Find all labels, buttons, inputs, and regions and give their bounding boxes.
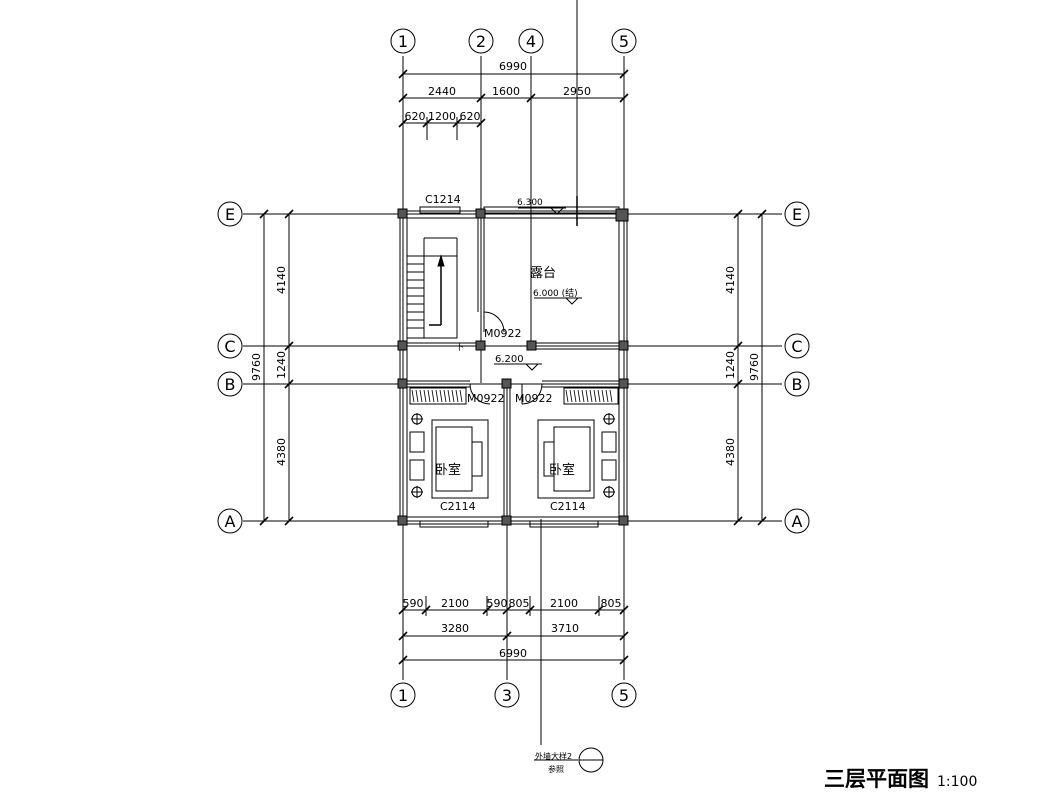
label-window-c2114-right: C2114: [550, 500, 586, 513]
room-label-terrace: 露台: [530, 266, 556, 281]
wardrobes: [409, 387, 619, 405]
axis-bubble-right-B: [784, 371, 810, 397]
axis-label-right-B: B: [792, 375, 803, 394]
label-window-c1214: C1214: [425, 193, 461, 206]
label-door-right: M0922: [515, 392, 553, 405]
axis-bubble-left-E: [217, 201, 243, 227]
drawing-title: 三层平面图 1:100: [824, 763, 977, 793]
axis-label-left-B: B: [225, 375, 236, 394]
dim-right-1240: 1240: [724, 351, 737, 379]
axis-label-right-A: A: [792, 512, 803, 531]
dim-top-2950: 2950: [563, 85, 591, 98]
dim-top-1200: 1200: [428, 110, 456, 123]
dim-bottom-805b: 805: [601, 597, 622, 610]
window-c2114-right: [529, 520, 599, 528]
dim-right-4140: 4140: [724, 266, 737, 294]
axis-label-top-5: 5: [619, 32, 629, 51]
axis-label-left-A: A: [225, 512, 236, 531]
axis-label-bottom-5: 5: [619, 686, 629, 705]
dim-bottom-590a: 590: [403, 597, 424, 610]
dim-top-2440: 2440: [428, 85, 456, 98]
label-elev-6300: 6.300: [517, 198, 543, 208]
dim-left-1240: 1240: [275, 351, 288, 379]
dim-top-total: 6990: [499, 60, 527, 73]
axis-label-top-2: 2: [476, 32, 486, 51]
drawing-scale: 1:100: [937, 774, 978, 790]
staircase: [406, 237, 458, 339]
dim-left-4140: 4140: [275, 266, 288, 294]
axis-label-bottom-3: 3: [502, 686, 512, 705]
axis-bubble-left-A: [217, 508, 243, 534]
bed-right: [537, 413, 617, 499]
label-elev-6000: 6.000 (结): [533, 287, 578, 299]
dim-bottom-590b: 590: [487, 597, 508, 610]
bed-left: [409, 413, 489, 499]
room-label-bedroom-left: 卧室: [435, 462, 461, 478]
axis-bubble-top-1: [390, 28, 416, 54]
dim-left-4380: 4380: [275, 438, 288, 466]
dim-top-620b: 620: [460, 110, 481, 123]
dim-left-overall: 9760: [250, 353, 263, 381]
axis-bubble-top-5: [611, 28, 637, 54]
axis-bubble-left-B: [217, 371, 243, 397]
dim-bottom-2100b: 2100: [550, 597, 578, 610]
room-label-bedroom-right: 卧室: [549, 462, 575, 478]
axis-bubble-right-C: [784, 333, 810, 359]
dim-right-overall: 9760: [748, 353, 761, 381]
axis-bubble-bottom-3: [494, 682, 520, 708]
dim-bottom-2100a: 2100: [441, 597, 469, 610]
axis-label-top-1: 1: [398, 32, 408, 51]
dim-bottom-3280: 3280: [441, 622, 469, 635]
columns: [397, 208, 629, 526]
dim-top-1600: 1600: [492, 85, 520, 98]
axis-label-right-C: C: [791, 337, 802, 356]
dim-bottom-total: 6990: [499, 647, 527, 660]
label-door-stair: M0922: [484, 327, 522, 340]
walls: [399, 210, 628, 525]
axis-bubble-bottom-1: [390, 682, 416, 708]
dim-right-4380: 4380: [724, 438, 737, 466]
label-door-left: M0922: [467, 392, 505, 405]
axis-label-right-E: E: [792, 205, 802, 224]
axis-bubble-left-C: [217, 333, 243, 359]
axis-bubble-right-E: [784, 201, 810, 227]
label-elev-6200: 6.200: [495, 354, 524, 365]
doors: [469, 311, 543, 405]
window-c1214: [419, 206, 461, 214]
axis-label-bottom-1: 1: [398, 686, 408, 705]
label-stair-down: 下: [455, 343, 464, 353]
axis-bubble-top-2: [468, 28, 494, 54]
label-detail-note2: 参照: [548, 764, 564, 774]
label-detail-note: 外墙大样2: [535, 751, 572, 761]
axis-bubble-bottom-5: [611, 682, 637, 708]
dim-top-620a: 620: [405, 110, 426, 123]
axis-label-top-4: 4: [526, 32, 536, 51]
label-window-c2114-left: C2114: [440, 500, 476, 513]
axis-bubble-top-4: [518, 28, 544, 54]
dim-bottom-3710: 3710: [551, 622, 579, 635]
axis-label-left-C: C: [224, 337, 235, 356]
window-c2114-left: [419, 520, 489, 528]
dim-bottom-805a: 805: [509, 597, 530, 610]
axis-bubble-right-A: [784, 508, 810, 534]
drawing-title-text: 三层平面图: [824, 767, 929, 791]
axis-label-left-E: E: [225, 205, 235, 224]
